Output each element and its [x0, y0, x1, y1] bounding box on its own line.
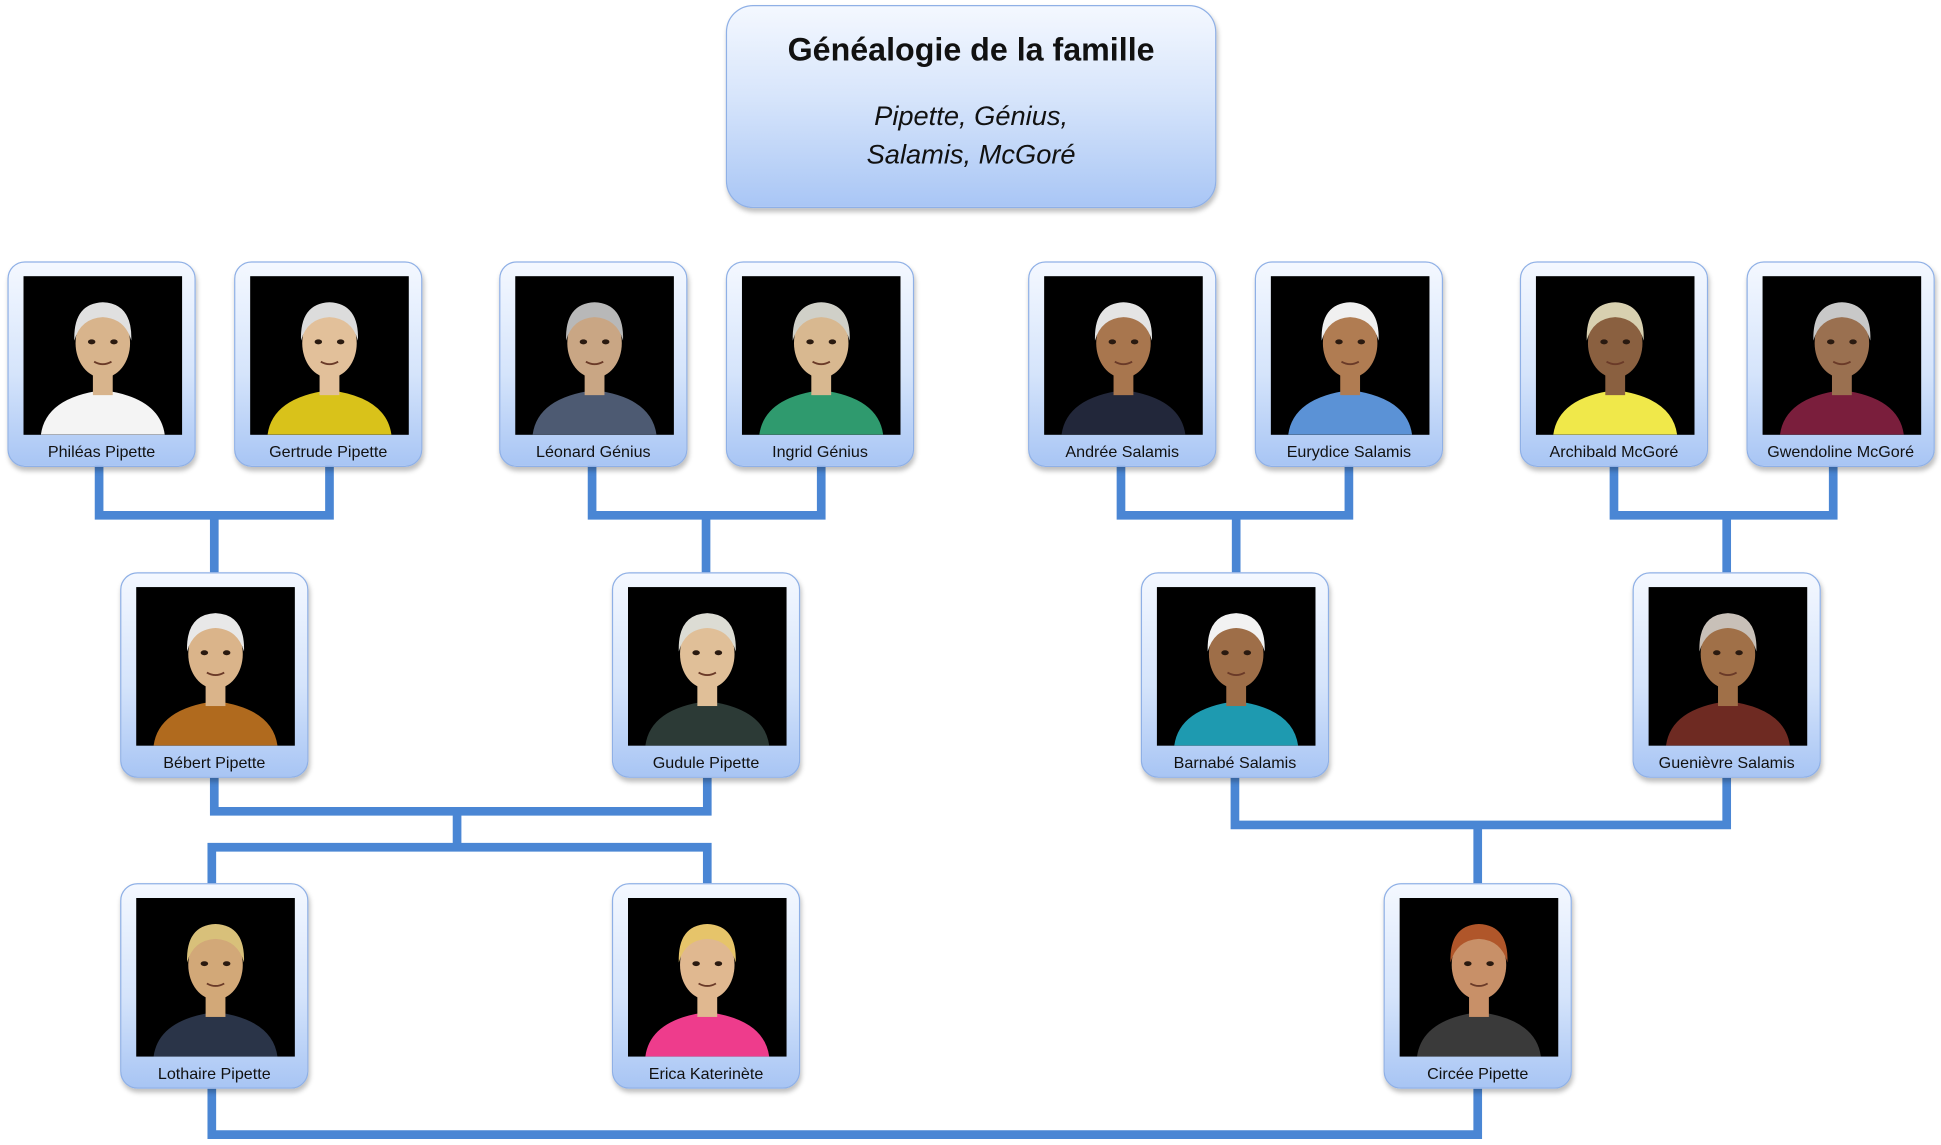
person-card-leonard: Léonard Génius [499, 261, 688, 467]
portrait-image [1156, 587, 1316, 746]
portrait-image [23, 276, 183, 435]
person-card-eurydice: Eurydice Salamis [1254, 261, 1444, 467]
portrait-image [1044, 276, 1203, 435]
portrait-image [515, 276, 674, 435]
person-name: Barnabé Salamis [1173, 753, 1297, 772]
diagram-title: Généalogie de la famille [787, 30, 1155, 69]
subtitle-line-1: Pipette, Génius, [874, 100, 1069, 132]
connector-barnabe-guenievre [1230, 777, 1732, 884]
person-name: Erica Katerinète [648, 1064, 764, 1083]
person-card-phileas: Philéas Pipette [7, 261, 196, 467]
portrait-image [250, 276, 409, 435]
portrait-image [136, 587, 295, 746]
person-name: Léonard Génius [536, 442, 651, 461]
person-name: Philéas Pipette [47, 442, 156, 461]
person-card-circee: Circée Pipette [1383, 883, 1572, 1089]
person-name: Gudule Pipette [652, 753, 760, 772]
person-card-archibald: Archibald McGoré [1519, 261, 1709, 467]
person-name: Circée Pipette [1427, 1064, 1529, 1083]
diagram-subtitle: Pipette, Génius, Salamis, McGoré [727, 97, 1215, 174]
connector-pipette-parents [94, 465, 334, 573]
connector-mcgore-parents [1609, 465, 1838, 573]
portrait-image [136, 898, 295, 1057]
portrait-image [1535, 276, 1695, 435]
connector-lothaire-circee [207, 1088, 1483, 1139]
title-box: Généalogie de la famille Pipette, Génius… [725, 4, 1217, 209]
person-name: Andrée Salamis [1065, 442, 1180, 461]
person-card-guenievre: Guenièvre Salamis [1632, 572, 1821, 778]
person-card-lothaire: Lothaire Pipette [120, 883, 309, 1089]
person-card-erica: Erica Katerinète [611, 883, 801, 1089]
portrait-image [1648, 587, 1808, 746]
person-name: Gwendoline McGoré [1767, 442, 1915, 461]
person-name: Lothaire Pipette [157, 1064, 271, 1083]
person-card-gudule: Gudule Pipette [611, 572, 801, 778]
portrait-image [628, 898, 787, 1057]
person-name: Ingrid Génius [772, 442, 868, 461]
person-name: Bébert Pipette [163, 753, 266, 772]
person-name: Eurydice Salamis [1286, 442, 1412, 461]
person-name: Guenièvre Salamis [1658, 753, 1795, 772]
person-card-bebert: Bébert Pipette [120, 572, 309, 778]
portrait-image [1399, 898, 1559, 1057]
subtitle-line-2: Salamis, McGoré [866, 138, 1076, 170]
connector-genius-parents [587, 465, 826, 573]
person-card-ingrid: Ingrid Génius [725, 261, 915, 467]
person-card-gwendoline: Gwendoline McGoré [1746, 261, 1935, 467]
portrait-image [1270, 276, 1430, 435]
connector-bebert-gudule [207, 777, 712, 884]
person-card-andree: Andrée Salamis [1028, 261, 1217, 467]
portrait-image [1762, 276, 1922, 435]
person-name: Archibald McGoré [1549, 442, 1679, 461]
person-name: Gertrude Pipette [269, 442, 388, 461]
person-card-gertrude: Gertrude Pipette [234, 261, 423, 467]
connector-salamis-parents [1116, 465, 1354, 573]
portrait-image [628, 587, 787, 746]
portrait-image [741, 276, 901, 435]
person-card-barnabe: Barnabé Salamis [1140, 572, 1330, 778]
